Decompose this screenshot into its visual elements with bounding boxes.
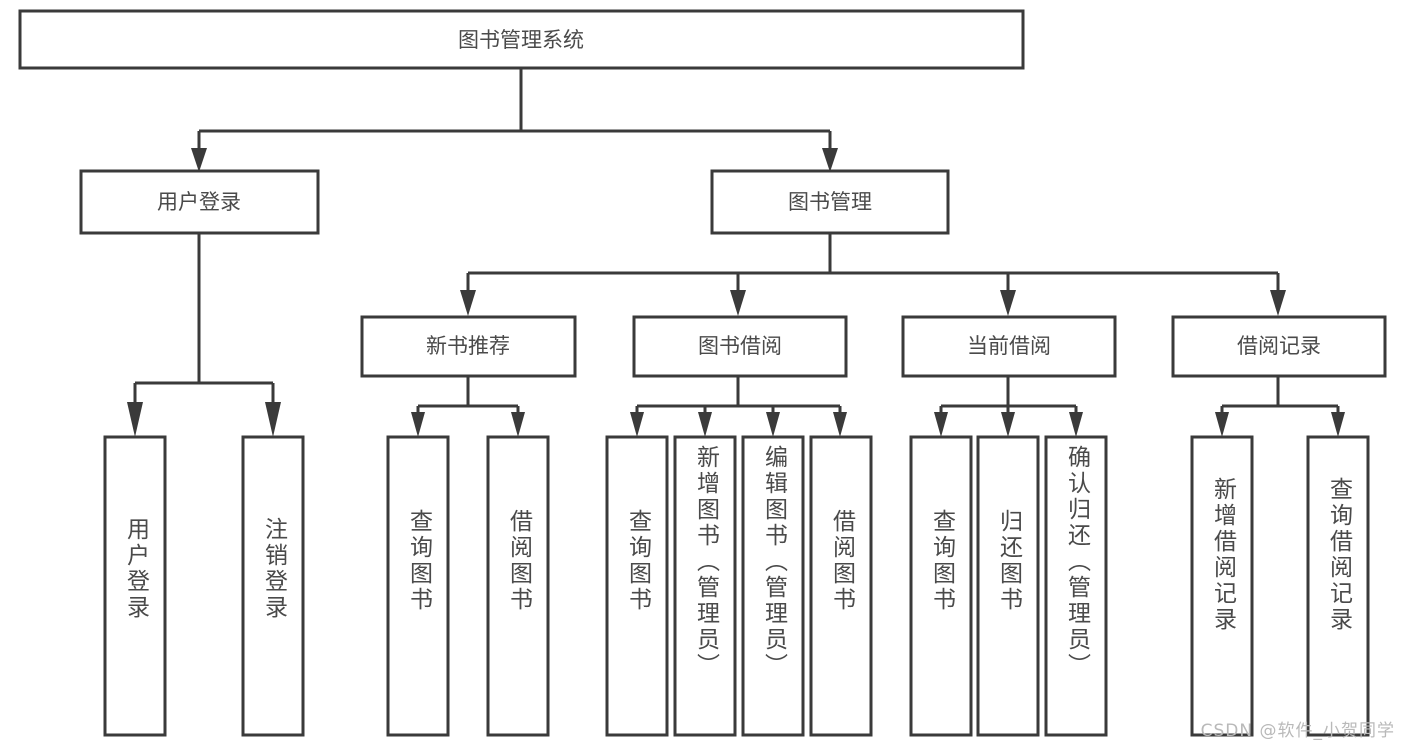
node-new-book-recommend[interactable]: 新书推荐 <box>360 315 577 378</box>
arrow-to-borrow-record <box>1270 290 1286 316</box>
node-new-book-recommend-box[interactable] <box>360 315 577 378</box>
node-user-login[interactable]: 用户登录 <box>79 169 320 235</box>
connector-layer <box>127 68 1345 437</box>
node-current-borrow-label: 当前借阅 <box>967 334 1051 358</box>
node-user-login-label: 用户登录 <box>157 190 241 214</box>
node-new-book-recommend-label: 新书推荐 <box>426 334 510 358</box>
arrow-to-leaf-borrow-book-1 <box>511 412 525 437</box>
node-leaf-borrow-book-1-box[interactable] <box>486 435 550 737</box>
node-book-manage-label: 图书管理 <box>788 190 872 214</box>
arrow-to-leaf-add-record <box>1215 412 1229 437</box>
arrow-to-leaf-edit-book <box>766 412 780 437</box>
node-borrow-record-label: 借阅记录 <box>1237 334 1321 358</box>
node-root-label: 图书管理系统 <box>458 28 584 52</box>
arrow-to-current-borrow <box>1000 290 1016 316</box>
node-leaf-query-record-box[interactable] <box>1306 435 1370 737</box>
arrow-to-leaf-query-book-2 <box>630 412 644 437</box>
arrow-to-new-book-recommend <box>460 290 476 316</box>
node-root[interactable]: 图书管理系统 <box>18 9 1025 70</box>
node-book-borrow-label: 图书借阅 <box>698 334 782 358</box>
node-leaf-borrow-book-2-box[interactable] <box>809 435 873 737</box>
arrow-to-leaf-query-book-3 <box>934 412 948 437</box>
node-leaf-confirm-return-box[interactable] <box>1044 435 1108 737</box>
node-book-borrow[interactable]: 图书借阅 <box>632 315 848 378</box>
node-borrow-record-box[interactable] <box>1171 315 1387 378</box>
node-borrow-record[interactable]: 借阅记录 <box>1171 315 1387 378</box>
node-root-box[interactable] <box>18 9 1025 70</box>
arrow-to-book-borrow <box>730 290 746 316</box>
node-leaf-query-book-1-box[interactable] <box>386 435 450 737</box>
node-leaf-user-login-box[interactable] <box>103 435 167 737</box>
node-book-manage[interactable]: 图书管理 <box>710 169 950 235</box>
node-layer: 图书管理系统 用户登录 图书管理 新书推荐 图书借阅 当前 <box>18 9 1387 737</box>
node-current-borrow[interactable]: 当前借阅 <box>901 315 1117 378</box>
arrow-to-leaf-confirm-return <box>1069 412 1083 437</box>
node-leaf-add-book-box[interactable] <box>673 435 737 737</box>
arrow-to-leaf-borrow-book-2 <box>833 412 847 437</box>
node-leaf-query-book-2-box[interactable] <box>605 435 669 737</box>
arrow-to-leaf-user-login <box>127 402 143 437</box>
node-leaf-query-book-3-box[interactable] <box>909 435 973 737</box>
node-leaf-add-record-box[interactable] <box>1190 435 1254 737</box>
node-leaf-return-book-box[interactable] <box>976 435 1040 737</box>
node-book-borrow-box[interactable] <box>632 315 848 378</box>
node-leaf-logout-box[interactable] <box>241 435 305 737</box>
node-user-login-box[interactable] <box>79 169 320 235</box>
csdn-watermark: CSDN @软件_小贺同学 <box>1200 721 1395 741</box>
node-book-manage-box[interactable] <box>710 169 950 235</box>
arrow-root-to-user-login <box>191 148 207 172</box>
arrow-to-leaf-logout <box>265 402 281 437</box>
node-current-borrow-box[interactable] <box>901 315 1117 378</box>
node-leaf-edit-book-box[interactable] <box>741 435 805 737</box>
arrow-to-leaf-return-book <box>1001 412 1015 437</box>
arrow-to-leaf-add-book <box>698 412 712 437</box>
arrow-to-leaf-query-book-1 <box>411 412 425 437</box>
arrow-to-leaf-query-record <box>1331 412 1345 437</box>
arrow-root-to-book-manage <box>822 148 838 172</box>
